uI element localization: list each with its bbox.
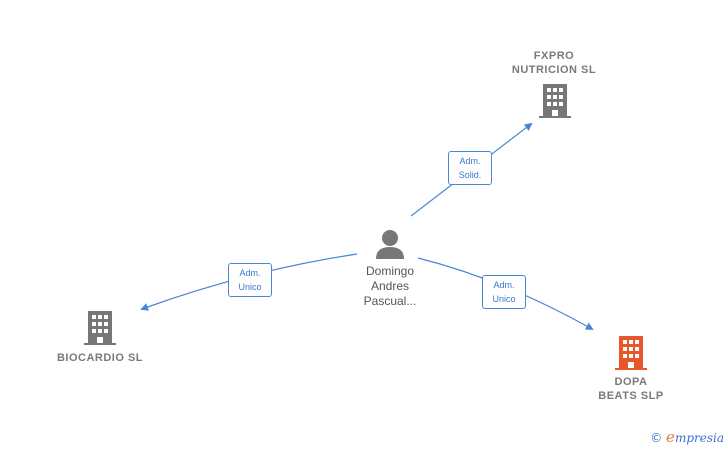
- edge-label-line: Adm.: [459, 156, 481, 166]
- edge-label-line: Adm.: [493, 280, 515, 290]
- node-label-biocardio[interactable]: BIOCARDIO SL: [56, 352, 144, 364]
- building-icon[interactable]: [539, 84, 571, 118]
- edge-label-fxpro: Adm. Solid.: [448, 151, 492, 185]
- brand-name: mpresia: [674, 431, 724, 445]
- edge-label-dopa: Adm. Unico: [482, 275, 526, 309]
- building-icon[interactable]: [84, 311, 116, 345]
- brand-initial: e: [666, 428, 675, 446]
- edge-label-line: Adm.: [239, 268, 261, 278]
- empresia-watermark: © empresia: [650, 428, 724, 446]
- person-icon[interactable]: [374, 229, 406, 259]
- building-icon[interactable]: [615, 336, 647, 370]
- copyright-symbol: ©: [650, 431, 663, 445]
- node-label-dopa[interactable]: DOPA BEATS SLP: [598, 376, 664, 402]
- node-label-person[interactable]: Domingo Andres Pascual...: [363, 264, 417, 308]
- node-label-fxpro[interactable]: FXPRO NUTRICION SL: [511, 50, 597, 76]
- edge-label-line: Unico: [492, 294, 516, 304]
- edge-label-biocardio: Adm. Unico: [228, 263, 272, 297]
- edge-label-line: Solid.: [458, 170, 482, 180]
- edge-label-line: Unico: [238, 282, 262, 292]
